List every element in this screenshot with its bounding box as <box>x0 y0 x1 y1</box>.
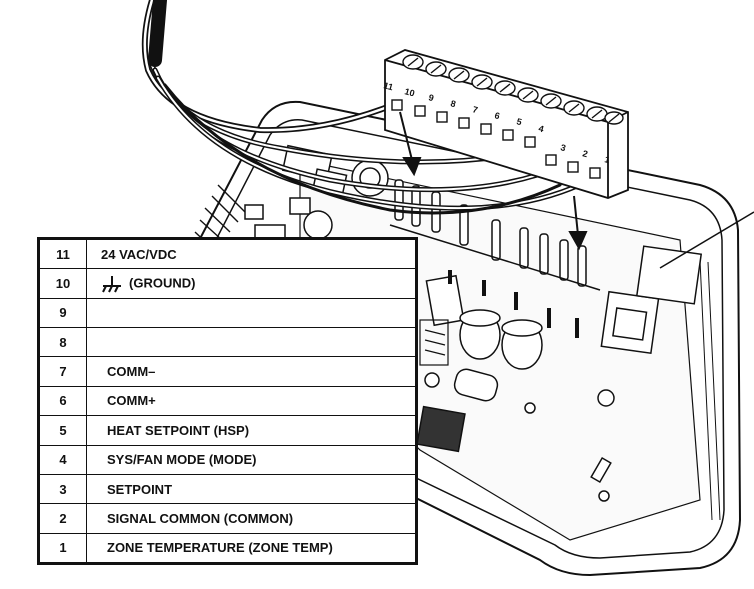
terminal-number: 11 <box>382 80 394 92</box>
terminal-number: 7 <box>471 104 478 115</box>
terminal-function-cell: SYS/FAN MODE (MODE) <box>86 444 416 475</box>
legend-row: 9 <box>39 297 416 329</box>
circuit-components <box>244 144 703 502</box>
legend-row: 3 SETPOINT <box>39 473 416 505</box>
terminal-number: 2 <box>581 148 588 159</box>
terminal-function-label: COMM+ <box>107 393 156 409</box>
terminal-number-cell: 4 <box>39 444 87 475</box>
terminal-function-label: (GROUND) <box>129 274 196 290</box>
ground-icon <box>102 275 121 292</box>
terminal-function-cell: HEAT SETPOINT (HSP) <box>86 415 416 446</box>
terminal-number-cell: 8 <box>39 327 87 358</box>
terminal-function-cell: ZONE TEMPERATURE (ZONE TEMP) <box>86 532 416 564</box>
terminal-function-label: COMM– <box>107 364 156 380</box>
terminal-function-label: SETPOINT <box>107 481 173 497</box>
terminal-block <box>384 49 629 199</box>
terminal-function-label: 24 VAC/VDC <box>101 246 177 262</box>
terminal-function-label: HEAT SETPOINT (HSP) <box>107 422 250 438</box>
legend-row: 7 COMM– <box>39 356 416 387</box>
terminal-number-cell: 10 <box>39 268 87 299</box>
terminal-number-cell: 1 <box>39 532 87 564</box>
terminal-number-cell: 7 <box>39 356 87 387</box>
terminal-number-cell: 11 <box>39 238 87 270</box>
terminal-function-cell: (GROUND) <box>86 268 416 299</box>
terminal-number-cell: 2 <box>39 503 87 534</box>
terminal-number-cell: 3 <box>39 473 87 505</box>
terminal-function-cell: SIGNAL COMMON (COMMON) <box>86 503 416 534</box>
terminal-function-cell <box>86 327 416 358</box>
legend-row: 11 24 VAC/VDC <box>39 238 416 270</box>
terminal-number: 5 <box>515 116 522 127</box>
terminal-number: 9 <box>427 92 434 103</box>
terminal-number: 1 <box>603 154 610 165</box>
insertion-arrows <box>399 111 588 251</box>
legend-row: 5 HEAT SETPOINT (HSP) <box>39 415 416 446</box>
terminal-number: 8 <box>449 98 456 109</box>
legend-row: 6 COMM+ <box>39 385 416 417</box>
legend-row: 2 SIGNAL COMMON (COMMON) <box>39 503 416 534</box>
terminal-function-label: SIGNAL COMMON (COMMON) <box>107 510 294 526</box>
terminal-number-cell: 9 <box>39 297 87 329</box>
terminal-number: 6 <box>493 110 500 121</box>
terminal-function-cell: 24 VAC/VDC <box>86 238 416 270</box>
terminal-number: 4 <box>537 123 544 134</box>
terminal-number: 3 <box>559 142 566 153</box>
callout-leader-line <box>659 211 754 269</box>
legend-row: 4 SYS/FAN MODE (MODE) <box>39 444 416 475</box>
terminal-function-cell: COMM+ <box>86 385 416 417</box>
legend-row: 10 (GROUND) <box>39 268 416 299</box>
terminal-number-cell: 6 <box>39 385 87 417</box>
board-pin-header <box>389 179 601 291</box>
terminal-numbers: 11 10 9 8 7 6 5 4 3 2 1 <box>382 80 610 165</box>
terminal-function-label: ZONE TEMPERATURE (ZONE TEMP) <box>107 540 333 556</box>
terminal-number-cell: 5 <box>39 415 87 446</box>
legend-row: 1 ZONE TEMPERATURE (ZONE TEMP) <box>39 532 416 564</box>
silkscreen-labels <box>448 270 579 338</box>
legend-row: 8 <box>39 327 416 358</box>
terminal-function-cell: COMM– <box>86 356 416 387</box>
terminal-function-cell <box>86 297 416 329</box>
terminal-function-cell: SETPOINT <box>86 473 416 505</box>
wires <box>141 0 593 215</box>
terminal-function-label: SYS/FAN MODE (MODE) <box>107 452 257 468</box>
terminal-number: 10 <box>403 86 415 98</box>
